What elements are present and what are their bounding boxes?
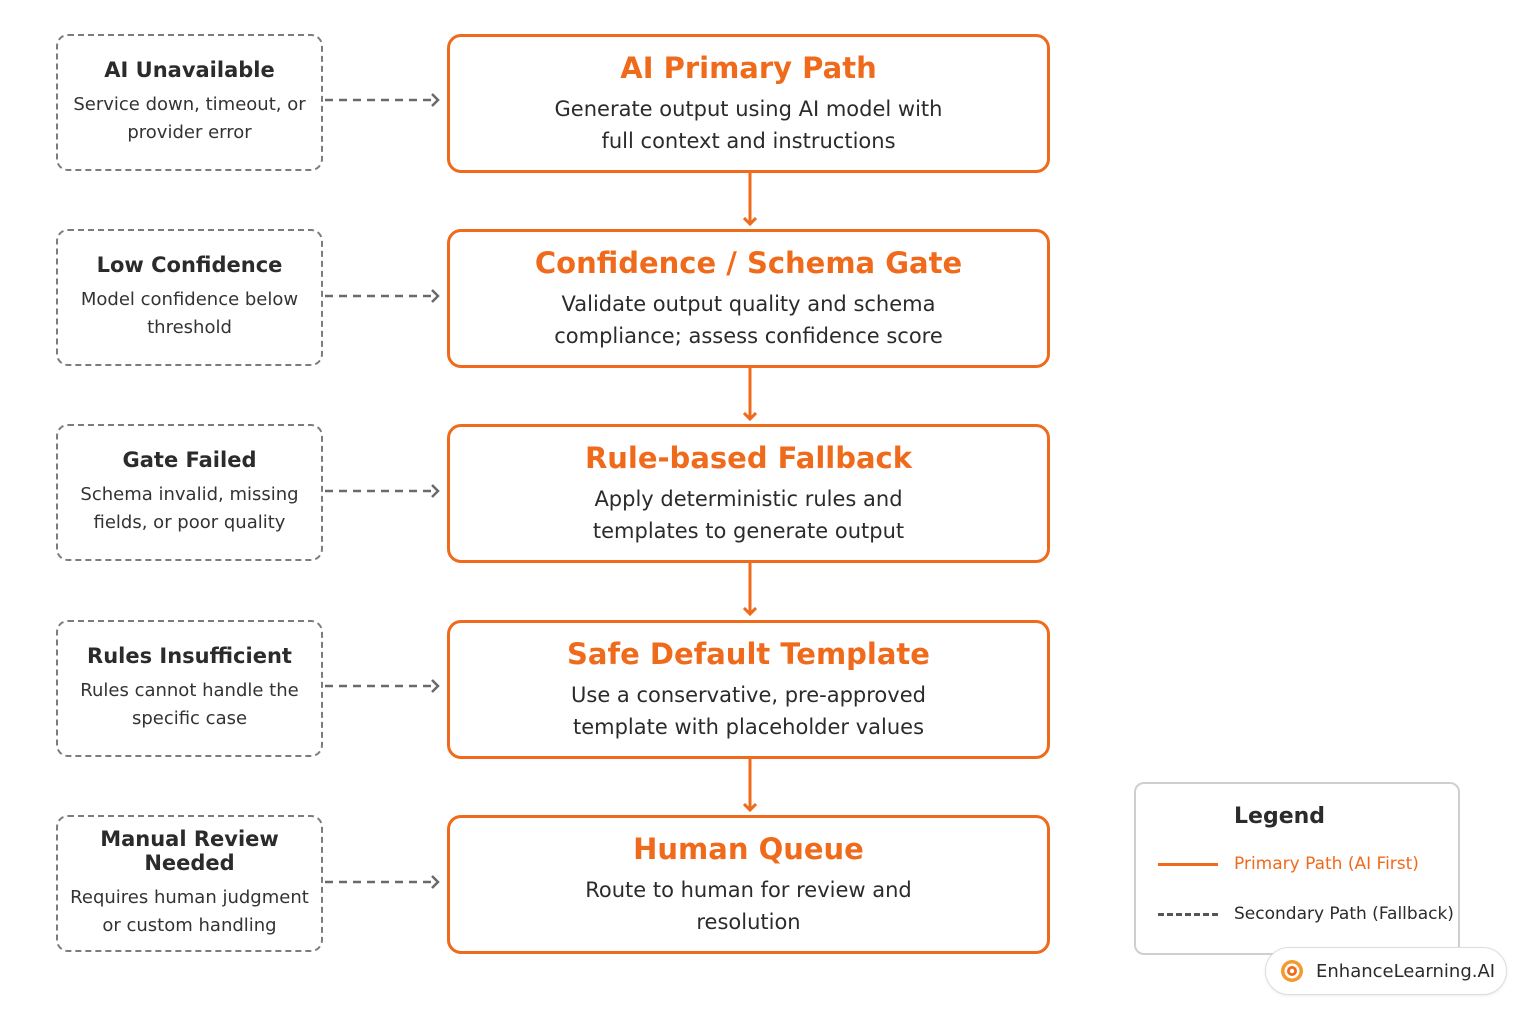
legend-primary-label: Primary Path (AI First) [1234, 854, 1419, 874]
step-title: Human Queue [633, 831, 864, 866]
condition-title: Manual Review Needed [100, 827, 279, 875]
legend-row-primary: Primary Path (AI First) [1158, 854, 1419, 874]
step-rule-based-fallback: Rule-based Fallback Apply deterministic … [447, 424, 1050, 563]
step-title: Safe Default Template [567, 636, 930, 671]
step-ai-primary-path: AI Primary Path Generate output using AI… [447, 34, 1050, 173]
step-title: Confidence / Schema Gate [534, 245, 963, 280]
condition-description: Rules cannot handle the specific case [80, 680, 299, 729]
condition-ai-unavailable: AI Unavailable Service down, timeout, or… [56, 34, 323, 171]
step-safe-default-template: Safe Default Template Use a conservative… [447, 620, 1050, 759]
condition-rules-insufficient: Rules Insufficient Rules cannot handle t… [56, 620, 323, 757]
legend-row-secondary: Secondary Path (Fallback) [1158, 904, 1454, 924]
condition-title: AI Unavailable [104, 58, 275, 82]
brand-label: EnhanceLearning.AI [1316, 960, 1496, 982]
legend-title: Legend [1234, 804, 1326, 829]
step-description: Apply deterministic rules and templates … [592, 486, 905, 543]
step-title: AI Primary Path [620, 50, 877, 85]
condition-low-confidence: Low Confidence Model confidence below th… [56, 229, 323, 366]
condition-description: Model confidence below threshold [80, 289, 299, 338]
brand-badge[interactable]: EnhanceLearning.AI [1265, 947, 1507, 995]
step-human-queue: Human Queue Route to human for review an… [447, 815, 1050, 954]
step-title: Rule-based Fallback [584, 440, 913, 475]
step-description: Route to human for review and resolution [585, 877, 912, 934]
step-description: Use a conservative, pre-approved templat… [571, 682, 926, 739]
step-description: Validate output quality and schema compl… [554, 291, 943, 348]
condition-description: Schema invalid, missing fields, or poor … [80, 484, 299, 533]
legend-secondary-label: Secondary Path (Fallback) [1234, 904, 1454, 924]
step-description: Generate output using AI model with full… [554, 96, 943, 153]
condition-title: Rules Insufficient [87, 644, 292, 668]
condition-title: Low Confidence [96, 253, 283, 277]
legend-solid-line-swatch [1158, 862, 1218, 866]
condition-title: Gate Failed [122, 448, 257, 472]
condition-gate-failed: Gate Failed Schema invalid, missing fiel… [56, 424, 323, 561]
legend: Legend Primary Path (AI First) Secondary… [1134, 782, 1460, 955]
condition-description: Service down, timeout, or provider error [73, 94, 306, 143]
step-confidence-schema-gate: Confidence / Schema Gate Validate output… [447, 229, 1050, 368]
condition-manual-review-needed: Manual Review Needed Requires human judg… [56, 815, 323, 952]
target-icon [1281, 960, 1303, 982]
condition-description: Requires human judgment or custom handli… [70, 887, 309, 936]
legend-dashed-line-swatch [1158, 912, 1218, 916]
